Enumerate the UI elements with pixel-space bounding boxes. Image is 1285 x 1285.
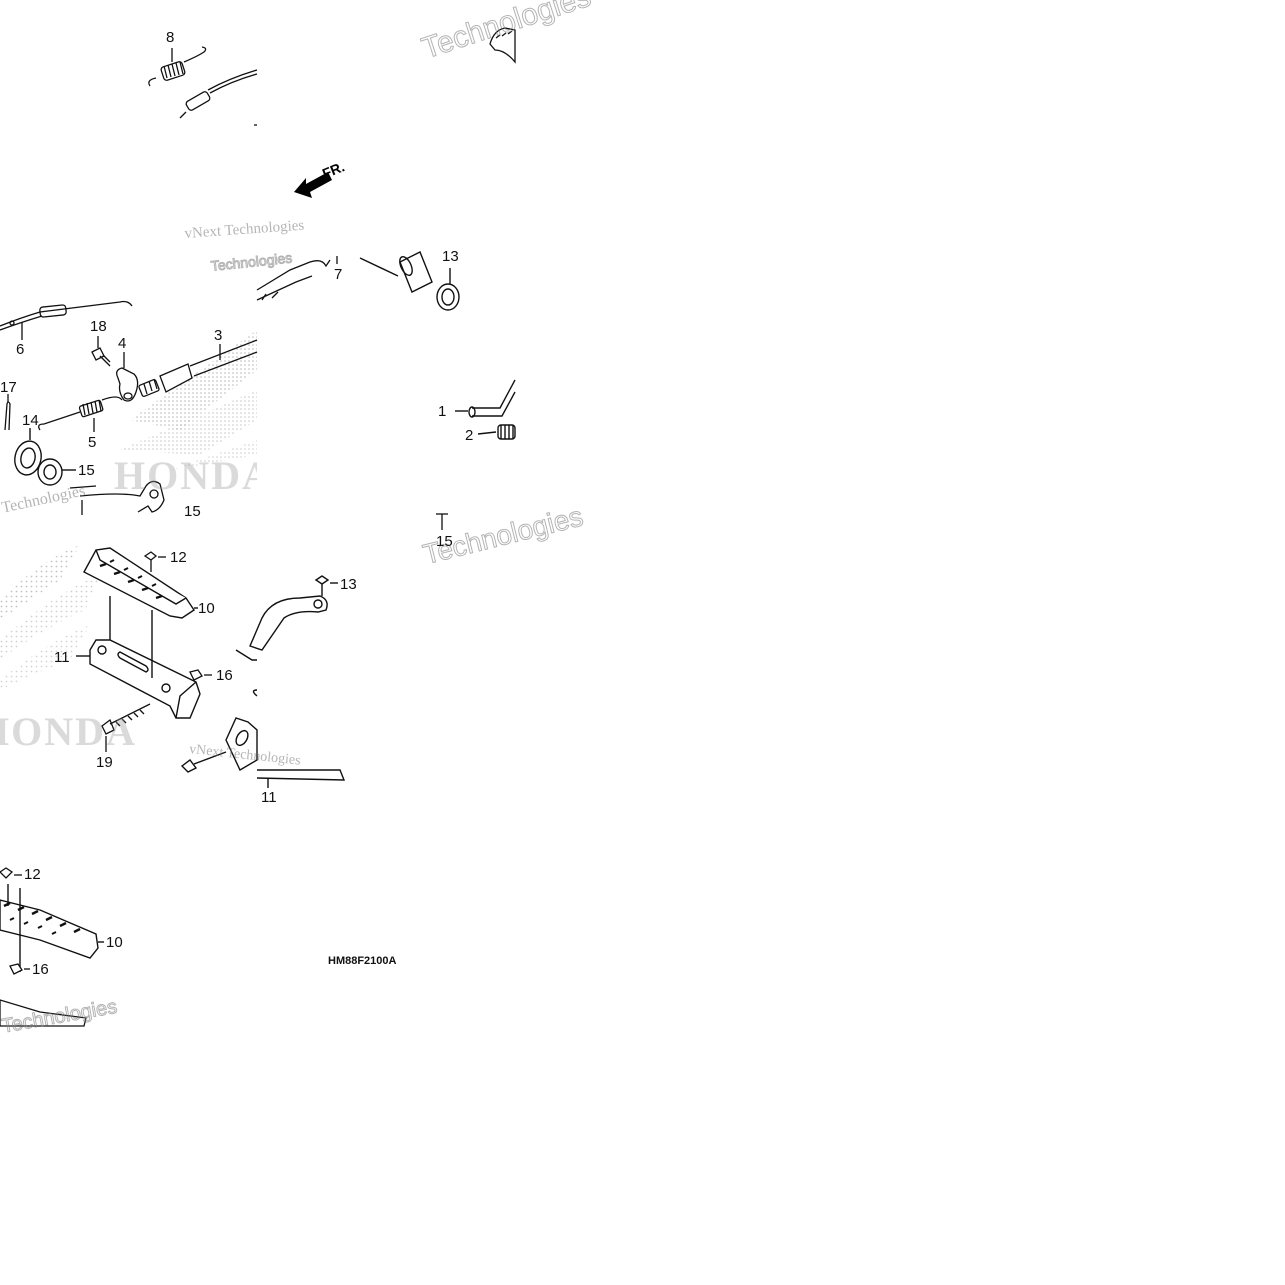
footpeg-bracket-part-11 (76, 596, 201, 719)
brake-pedal-part-1 (455, 379, 516, 440)
bracket-fragment-lower (180, 717, 346, 788)
callout-label: 4 (118, 335, 127, 352)
spring-part-5 (38, 396, 123, 432)
callout-label: 3 (214, 327, 223, 344)
bolt-part-18 (91, 336, 111, 367)
callout-label: 15 (78, 462, 95, 479)
callout-label: 10 (106, 934, 123, 951)
pedal-bracket-fragment (69, 480, 165, 515)
callout-label: 16 (216, 667, 233, 684)
bolt-part-12-upper (143, 551, 166, 572)
callout-label: 15 (436, 533, 453, 550)
cable-top (179, 69, 258, 126)
callout-label: 10 (198, 600, 215, 617)
callout-label: 5 (88, 434, 97, 451)
collar-part-13-upper (359, 251, 460, 311)
brand-watermark-upper: HONDA (114, 453, 257, 498)
callout-label: 18 (90, 318, 107, 335)
brake-rod-part-3 (138, 339, 258, 397)
callout-label: 16 (32, 961, 49, 978)
seal-part-15 (37, 458, 76, 486)
front-direction-arrow (294, 172, 332, 198)
callout-label: 7 (334, 266, 343, 283)
callout-label: 13 (442, 248, 459, 265)
callout-label: 14 (22, 412, 39, 429)
footpeg-fragment-top-right (489, 27, 516, 64)
callout-label: 1 (438, 403, 447, 420)
joint-part-4 (116, 352, 139, 402)
leader-line-right (436, 513, 448, 530)
seal-part-14 (14, 428, 42, 476)
footpeg-plate-part-10 (83, 547, 198, 619)
callout-label: 11 (54, 649, 70, 666)
callout-label: 15 (184, 503, 201, 520)
callout-label: 19 (96, 754, 113, 771)
callout-label: 11 (261, 789, 277, 806)
spring-part-8 (148, 46, 207, 87)
callout-label: 8 (166, 29, 175, 46)
callout-label: 12 (24, 866, 41, 883)
callout-label: 12 (170, 549, 187, 566)
callout-label: 2 (465, 427, 474, 444)
brand-wing-watermark (0, 330, 257, 690)
diagram-part-code: HM88F2100A (328, 955, 397, 967)
cotter-pin-part-17 (4, 394, 11, 431)
bolt-part-12-lower (0, 867, 22, 879)
cable-part-6 (0, 300, 133, 340)
callout-label: 13 (340, 576, 357, 593)
footpeg-plate-part-10-lower (0, 884, 104, 972)
callout-label: 17 (0, 379, 17, 396)
bracket-part-11-lower-fragment (0, 999, 87, 1027)
callout-label: 6 (16, 341, 25, 358)
nut-part-16-upper (189, 669, 212, 681)
lever-part-13-mid (235, 575, 338, 697)
pivot-bracket-7 (256, 256, 338, 301)
bolt-part-19 (101, 703, 151, 752)
brand-watermark-lower: HONDA (0, 709, 137, 754)
nut-part-16-lower (9, 963, 30, 975)
